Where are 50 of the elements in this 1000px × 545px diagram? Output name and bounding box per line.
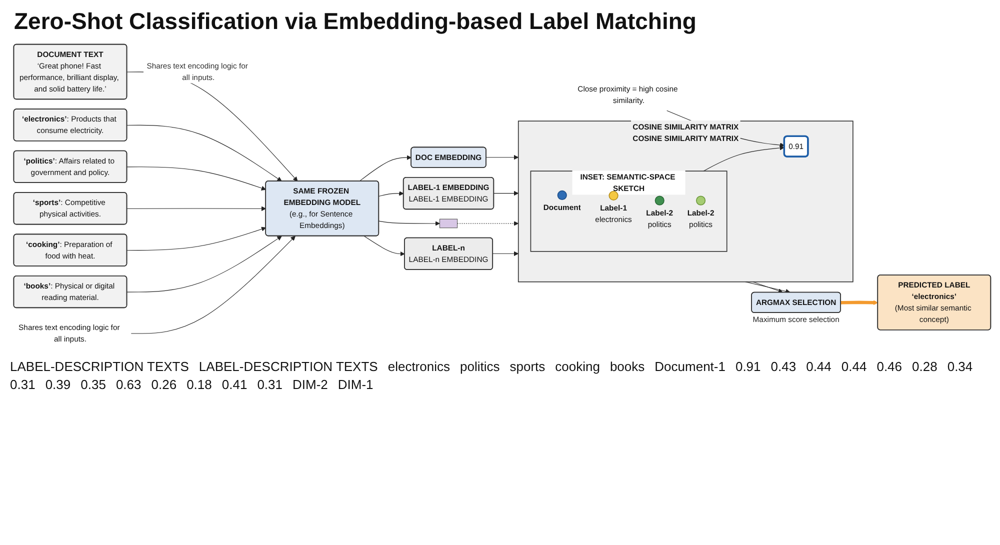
arrow [126,226,266,251]
arrow [126,166,266,190]
arrow [457,221,519,226]
node-circle [696,196,706,206]
arrow [840,300,878,306]
label-text: 0.35 [80,376,106,392]
label-text: Document-1 [654,358,726,374]
label-text: politics [460,358,500,374]
node-circle [557,190,567,200]
label-text: LABEL-DESCRIPTION TEXTS [10,358,189,374]
arrow [359,155,412,182]
label-text: 0.34 [947,358,973,374]
label-text: 0.41 [222,376,248,392]
label-text: 0.28 [912,358,938,374]
label-text: 0.44 [806,358,832,374]
arrow [378,220,440,226]
node-circle [608,190,618,200]
diagram-title: Zero-Shot Classification via Embedding-based Label Matching [14,8,698,35]
arrow [703,146,784,172]
arrow [493,190,519,196]
label-text: 0.26 [151,376,177,392]
label-text: 0.31 [257,376,282,392]
label-text: LABEL-DESCRIPTION TEXTS [198,358,378,374]
label-text: DIM-1 [338,376,374,392]
arrow [378,191,404,197]
label-text: 0.39 [45,376,71,392]
label-text: 0.43 [770,358,796,374]
label-text: 0.63 [116,376,142,392]
label-text: books [610,358,645,374]
label-text: sports [510,358,546,374]
label-text: 0.18 [186,376,212,392]
arrow [126,72,298,182]
arrow [126,124,282,182]
arrow [745,282,790,294]
label-text: 0.31 [10,376,36,392]
node-bar [439,218,458,228]
node-circle [654,196,664,206]
label-text: 0.44 [841,358,867,374]
label-text: 0.46 [876,358,902,374]
label-text: electronics [388,358,450,374]
arrow [486,154,519,160]
label-text: cooking [555,358,600,374]
arrow [126,236,282,292]
label-text: DIM-2 [292,376,328,392]
arrow [492,251,519,256]
label-text: 0.91 [735,358,761,374]
arrow [364,236,405,256]
arrow [130,236,296,334]
arrow [126,206,266,212]
arrow [752,282,783,294]
